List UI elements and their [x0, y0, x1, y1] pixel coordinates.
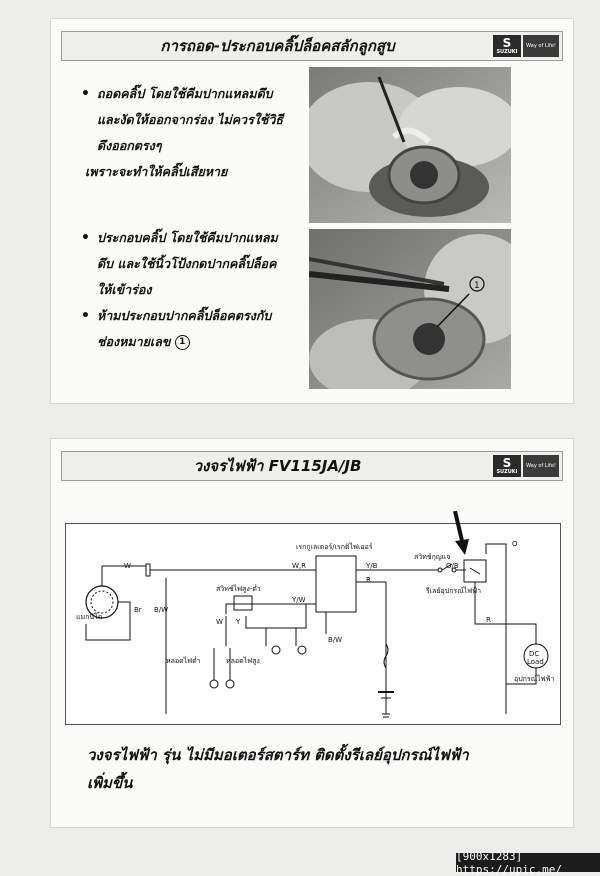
- slide-clip-removal: การถอด-ประกอบคลิ๊ปล็อคสลักลูกสูบ S SUZUK…: [50, 18, 574, 404]
- bullet-line: ห้ามประกอบปากคลิ๊ปล็อคตรงกับ: [79, 303, 319, 329]
- wiring-diagram: แมกนีโต เรกกูเลเตอร์/เรกติไฟเออร์ สวิทช์…: [65, 523, 561, 725]
- bullet-line: ประกอบคลิ๊ป โดยใช้คีมปากแหลม: [79, 225, 319, 251]
- tagline-badge: Way of Life!: [523, 35, 559, 57]
- bullet-line: ช่องหมายเลข: [97, 334, 171, 349]
- circled-number-icon: 1: [174, 335, 190, 350]
- suzuki-s-icon: S: [502, 455, 512, 470]
- photo-marker-number: 1: [474, 281, 480, 291]
- logo-brand-text: SUZUKI: [496, 48, 518, 55]
- watermark-badge: [900x1283] https://upic.me/: [456, 850, 600, 876]
- regulator-label: เรกกูเลเตอร์/เรกติไฟเออร์: [296, 543, 373, 551]
- wiring-caption: วงจรไฟฟ้า รุ่น ไม่มีมอเตอร์สตาร์ท ติดตั้…: [87, 741, 557, 797]
- dc-load-label: DC: [529, 650, 540, 658]
- wire-label: O: [512, 540, 518, 548]
- relay-label: รีเลย์อุปกรณ์ไฟฟ้า: [426, 587, 482, 595]
- arrow-down-icon: [453, 511, 469, 555]
- title-bar: การถอด-ประกอบคลิ๊ปล็อคสลักลูกสูบ S SUZUK…: [61, 31, 563, 61]
- slide-title: การถอด-ประกอบคลิ๊ปล็อคสลักลูกสูบ: [160, 37, 395, 55]
- wire-label: Y/W: [292, 596, 306, 604]
- lamp-low-label: หลอดไฟต่ำ: [166, 657, 201, 665]
- dc-load-label: Load: [527, 658, 544, 666]
- caption-line: วงจรไฟฟ้า รุ่น ไม่มีมอเตอร์สตาร์ท ติดตั้…: [87, 746, 469, 764]
- bullet-line: ดึบ และใช้นิ้วโป้งกดปากคลิ๊ปล็อค: [97, 256, 277, 271]
- bullet-remove: ถอดคลิ๊ป โดยใช้คีมปากแหลมดึบ และงัดให้ออ…: [79, 81, 319, 185]
- wire-label: R: [366, 576, 371, 584]
- suzuki-logo: S SUZUKI: [493, 35, 521, 57]
- bullet-install: ประกอบคลิ๊ป โดยใช้คีมปากแหลม ดึบ และใช้น…: [79, 225, 319, 303]
- suzuki-s-icon: S: [502, 35, 512, 50]
- wire-label: B/W: [154, 606, 169, 614]
- wire-label: W,R: [292, 562, 307, 570]
- bullet-line: ถอดคลิ๊ป โดยใช้คีมปากแหลมดึบ: [79, 81, 319, 107]
- title-bar: วงจรไฟฟ้า FV115JA/JB S SUZUKI Way of Lif…: [61, 451, 563, 481]
- main-switch-label: สวิทช์กุญแจ: [414, 553, 451, 561]
- wire-label: Y: [236, 618, 241, 626]
- wire-label: W: [216, 618, 223, 626]
- lamp-high-label: หลอดไฟสูง: [226, 657, 260, 665]
- bullet-line: และงัดให้ออกจากร่อง ไม่ควรใช้วิธี: [97, 112, 284, 127]
- slide-title: วงจรไฟฟ้า FV115JA/JB: [193, 457, 362, 475]
- load-device-label: อุปกรณ์ไฟฟ้า: [514, 675, 555, 683]
- wire-label: R: [486, 616, 491, 624]
- photo-clip-install: 1: [309, 229, 511, 389]
- wire-label: Br: [134, 606, 142, 614]
- brake-switch-label: สวิทช์ไฟสูง-ต่ำ: [216, 585, 261, 593]
- caption-line: เพิ่มขึ้น: [87, 774, 133, 792]
- bullet-line: เพราะจะทำให้คลิ๊ปเสียหาย: [85, 164, 228, 179]
- bullet-warning: ห้ามประกอบปากคลิ๊ปล็อคตรงกับ ช่องหมายเลข…: [79, 303, 319, 355]
- bullet-line-with-marker: ช่องหมายเลข 1: [79, 329, 319, 355]
- slide-wiring: วงจรไฟฟ้า FV115JA/JB S SUZUKI Way of Lif…: [50, 438, 574, 828]
- magneto-label: แมกนีโต: [76, 613, 103, 621]
- wire-label: W: [124, 562, 131, 570]
- bullet-list: ถอดคลิ๊ป โดยใช้คีมปากแหลมดึบ และงัดให้ออ…: [79, 81, 319, 355]
- logo-brand-text: SUZUKI: [496, 468, 518, 475]
- tagline-badge: Way of Life!: [523, 455, 559, 477]
- photo-clip-removal: [309, 67, 511, 223]
- wire-label: B/W: [328, 636, 343, 644]
- wire-label: O/B: [446, 562, 459, 570]
- bullet-line: ให้เข้าร่อง: [97, 282, 152, 297]
- wire-label: Y/B: [366, 562, 378, 570]
- bullet-line: ดึงออกตรงๆ: [97, 138, 162, 153]
- suzuki-logo: S SUZUKI: [493, 455, 521, 477]
